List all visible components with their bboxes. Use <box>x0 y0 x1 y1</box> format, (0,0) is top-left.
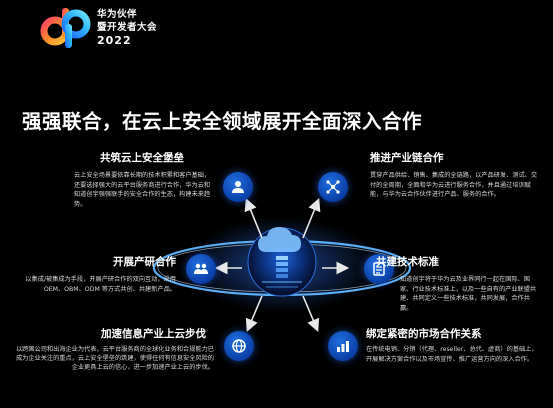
block-title: 绑定紧密的市场合作关系 <box>366 328 482 340</box>
network-icon <box>318 172 348 202</box>
brand-year: 2022 <box>97 34 132 47</box>
document-standard-icon <box>364 254 394 284</box>
huawei-developer-logo <box>40 8 91 48</box>
block-top-right: 推进产业链合作 贯穿产品供给、销售、集成的全链路，以产品研发、测试、交付的全周期… <box>370 150 542 200</box>
block-desc: 贯穿产品供给、销售、集成的全链路，以产品研发、测试、交付的全周期，全面和华为云进… <box>370 172 538 199</box>
block-desc: 以跨国公司和出海企业为代表，云平台服务商的全球化业务和合规能力已成为企业关注的重… <box>16 346 214 371</box>
block-title: 开展产研合作 <box>113 256 176 268</box>
block-desc: 知道创宇将于华为云及业界同行一起在国际、国家、行业技术标准上，以及一些自有的产业… <box>400 276 537 312</box>
brand-line1: 华为伙伴 <box>97 9 138 20</box>
block-bottom-left: 加速信息产业上云步伐 以跨国公司和出海企业为代表，云平台服务商的全球化业务和合规… <box>14 326 214 372</box>
slide-headline: 强强联合，在云上安全领域展开全面深入合作 <box>22 110 423 133</box>
brand-line2: 暨开发者大会 <box>97 21 158 33</box>
block-top-left: 共筑云上安全堡垒 云上安全场景要依靠长期的技术积累和客户基础，还要选择强大的云平… <box>14 150 214 209</box>
team-handshake-icon <box>186 254 216 284</box>
block-title: 共建技术标准 <box>376 256 439 268</box>
brand-text: 华为伙伴 暨开发者大会 2022 <box>97 10 157 46</box>
block-mid-right: 共建技术标准 知道创宇将于华为云及业界同行一起在国际、国家、行业技术标准上，以及… <box>376 254 540 313</box>
globe-icon <box>224 331 254 361</box>
block-bottom-right: 绑定紧密的市场合作关系 在传统电销、分销（代理、reseller、总代、虚商）的… <box>366 326 542 364</box>
block-title: 共筑云上安全堡垒 <box>100 152 184 164</box>
block-mid-left: 开展产研合作 以集成/被集成为手段，开展产研合作的双向互动，采用OEM、OBM、… <box>14 254 176 294</box>
market-chart-icon <box>328 331 358 361</box>
block-desc: 云上安全场景要依靠长期的技术积累和客户基础，还要选择强大的云平台服务商进行合作，… <box>74 172 211 208</box>
cloud-icon <box>258 227 301 252</box>
arrow-bottom-left <box>245 295 263 332</box>
block-title: 加速信息产业上云步伐 <box>101 328 206 340</box>
arrow-top-left <box>244 198 263 239</box>
arrow-bottom-right <box>302 295 320 332</box>
block-desc: 以集成/被集成为手段，开展产研合作的双向互动，采用OEM、OBM、ODM 等方式… <box>25 276 176 293</box>
shield-user-icon <box>223 172 253 202</box>
block-desc: 在传统电销、分销（代理、reseller、总代、虚商）的基础上，开展解决方案合作… <box>366 346 538 363</box>
arrow-top-right <box>302 198 321 239</box>
block-title: 推进产业链合作 <box>370 152 444 164</box>
